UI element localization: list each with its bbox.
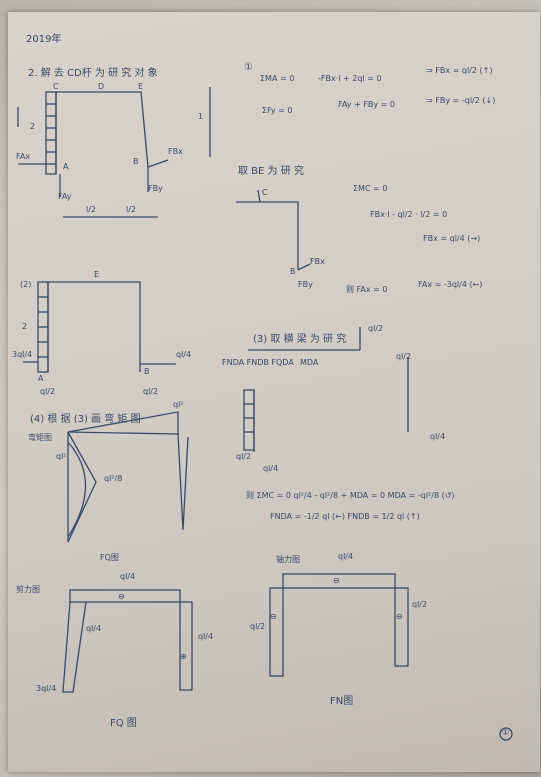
fq-left-col (62, 601, 87, 693)
moment-parabola (67, 431, 97, 543)
dim-left: 2 (30, 122, 36, 131)
moment-right-col (177, 433, 189, 531)
section2-title: 取 BE 为 研 究 (238, 166, 304, 177)
section2-eq1: ΣMC = 0 (353, 184, 388, 193)
section2-eq4-rhs: FAx = -3ql/4 (←) (418, 280, 483, 289)
paper-sheet: 2019年 2. 解 去 CD杆 为 研 究 对 象 2 1 C D E A B… (8, 12, 540, 772)
force-fby: FBy (148, 184, 163, 193)
fn-left: ql/2 (250, 622, 266, 631)
section3-labels: FNDA FNDB FQDA (222, 358, 294, 367)
section2-label-c: C (262, 188, 268, 197)
fq-top: ql/4 (120, 572, 136, 581)
moment-ql2-mid: ql²/8 (104, 474, 123, 483)
force-fay: FAy (58, 192, 72, 201)
fq-right-rect (179, 601, 193, 691)
frame2-dim: 2 (22, 322, 28, 331)
section3-moment: MDA (300, 358, 319, 367)
eq-sum-fy-result: ⇒ FBy = -ql/2 (↓) (426, 96, 496, 105)
fn-left-rect (269, 587, 284, 677)
dim-right: 1 (198, 112, 204, 121)
fq-left: ql/4 (86, 624, 102, 633)
section2-eq2: FBx·l - ql/2 · l/2 = 0 (370, 210, 448, 219)
fq-label: 剪力图 (16, 585, 40, 594)
frame2-reaction-left: ql/2 (40, 387, 56, 396)
label-c: C (53, 82, 59, 91)
force-arrow-fbx (147, 159, 169, 168)
section4-sub: 弯矩图 (28, 433, 52, 442)
section4-title: (4) 根 据 (3) 画 弯 矩 图 (30, 414, 141, 425)
sketch-lines (17, 87, 513, 741)
section3-force-bottom: ql/4 (430, 432, 446, 441)
frame2-label-b: B (144, 367, 150, 376)
frame2-label-a: A (38, 374, 44, 383)
section2-force-fbx: FBx (310, 257, 325, 266)
moment-beam (67, 411, 179, 435)
section3-col-label2: ql/4 (263, 464, 279, 473)
eq-sum-ma-rhs: -FBx·l + 2ql = 0 (318, 74, 382, 83)
page-marker-circle (499, 727, 513, 741)
fn-sign-minus-right: ⊖ (396, 612, 403, 621)
section2-label-b: B (290, 267, 296, 276)
fq-beam-rect (69, 589, 181, 603)
frame2-label-e: E (94, 270, 100, 279)
equations-marker: ① (244, 62, 253, 73)
column-load-box (243, 389, 255, 451)
frame-2-outline (47, 281, 141, 372)
eq-sum-fy-rhs: FAy + FBy = 0 (338, 100, 396, 109)
fq-title: FQ图 (100, 553, 119, 562)
force-fax: FAx (16, 152, 31, 161)
section3-title: (3) 取 横 梁 为 研 究 (253, 334, 347, 345)
label-a: A (63, 162, 69, 171)
load-arrow-c (257, 189, 261, 203)
fq-left2: 3ql/4 (36, 684, 57, 693)
fn-top: ql/4 (338, 552, 354, 561)
dim-half-left: l/2 (86, 205, 97, 214)
section3-col-label: ql/2 (236, 452, 252, 461)
label-e: E (138, 82, 144, 91)
frame2-label: (2) (20, 280, 32, 289)
be-member (236, 201, 299, 270)
section3-force-top2: ql/2 (396, 352, 412, 361)
moment-ql2-right: ql² (173, 400, 184, 409)
dim-half-right: l/2 (126, 205, 137, 214)
section2-eq3: FBx = ql/4 (→) (423, 234, 481, 243)
frame2-load-right: ql/4 (176, 350, 192, 359)
fn-sign-minus: ⊖ (333, 576, 340, 585)
label-b: B (133, 157, 139, 166)
frame2-load-left: 3ql/4 (12, 350, 33, 359)
frame-outline (55, 91, 149, 174)
fn-right-rect (394, 587, 409, 667)
fn-sign-minus-left: ⊖ (270, 612, 277, 621)
section3-eq-line1: 则 ΣMC = 0 ql²/4 - ql²/8 + MDA = 0 MDA = … (246, 491, 455, 500)
section3-eq-line2: FNDA = -1/2 ql (←) FNDB = 1/2 ql (↑) (270, 512, 420, 521)
frame2-reaction-right: ql/2 (143, 387, 159, 396)
section3-force-top: ql/2 (368, 324, 384, 333)
date: 2019年 (26, 34, 62, 45)
section2-eq4: 则 FAx = 0 (346, 285, 388, 294)
force-arrow-b (297, 263, 311, 271)
fn-beam-rect (282, 573, 396, 589)
section2-force-fby: FBy (298, 280, 313, 289)
fq-right: ql/4 (198, 632, 214, 641)
problem-title: 2. 解 去 CD杆 为 研 究 对 象 (28, 68, 158, 79)
fn-right: ql/2 (412, 600, 428, 609)
fq-sign-plus: ⊕ (180, 652, 187, 661)
fn-title: 轴力图 (276, 555, 300, 564)
page-marker: ① (502, 728, 510, 737)
eq-sum-fy: ΣFy = 0 (262, 106, 293, 115)
eq-sum-ma: ΣMA = 0 (260, 74, 295, 83)
label-d: D (98, 82, 105, 91)
fq-caption: FQ 图 (110, 718, 137, 729)
eq-sum-ma-result: ⇒ FBx = ql/2 (↑) (426, 66, 493, 75)
fq-sign-minus: ⊖ (118, 592, 125, 601)
moment-curve (67, 441, 87, 538)
fn-caption: FN图 (330, 696, 354, 707)
force-fbx: FBx (168, 147, 183, 156)
moment-ql2-left: ql² (56, 452, 67, 461)
